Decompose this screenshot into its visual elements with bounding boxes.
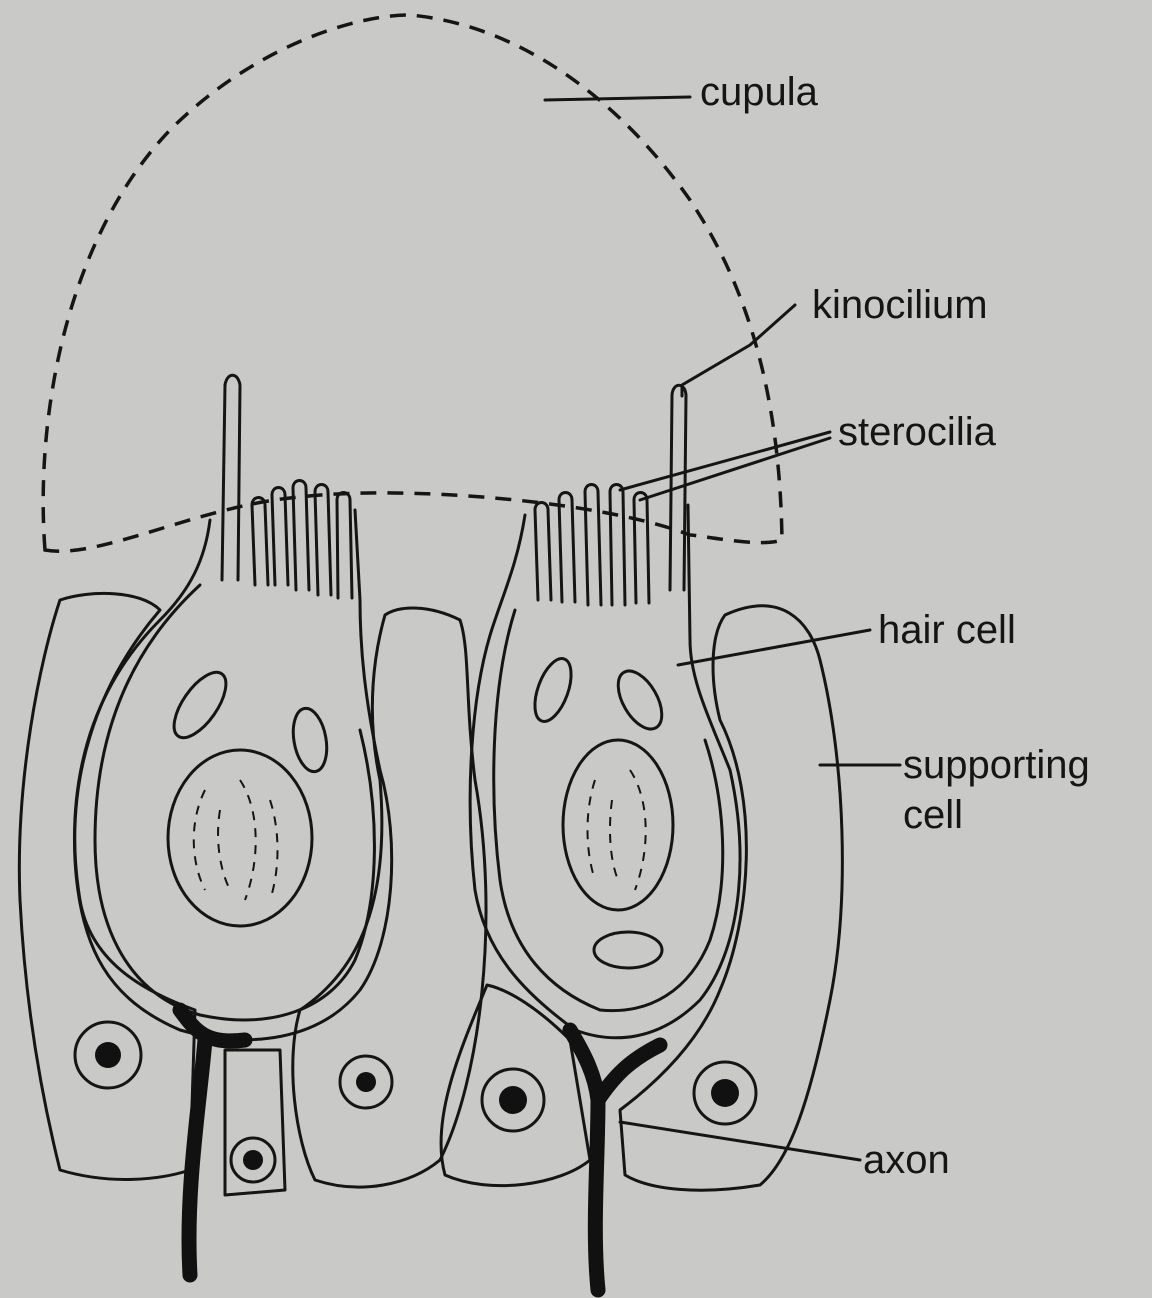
kinocilium-left [222,375,240,580]
label-axon: axon [863,1140,950,1180]
axon-right [570,1030,660,1290]
nucleus-left [168,750,312,926]
label-supporting-cell-line1: supporting [903,745,1090,785]
label-supporting-cell-line2: cell [903,795,963,835]
supporting-cell-mid-right [441,985,590,1186]
label-kinocilium: kinocilium [812,285,988,325]
label-cupula: cupula [700,72,818,112]
leader-lines [545,97,900,1160]
stereocilia-left [252,481,352,599]
supporting-cell-left [19,593,195,1179]
hair-cell-right [470,385,740,1038]
label-sterocilia: sterocilia [838,412,996,452]
label-hair-cell: hair cell [878,610,1016,650]
hair-cell-left [74,375,391,1039]
nucleus-right [563,740,673,910]
